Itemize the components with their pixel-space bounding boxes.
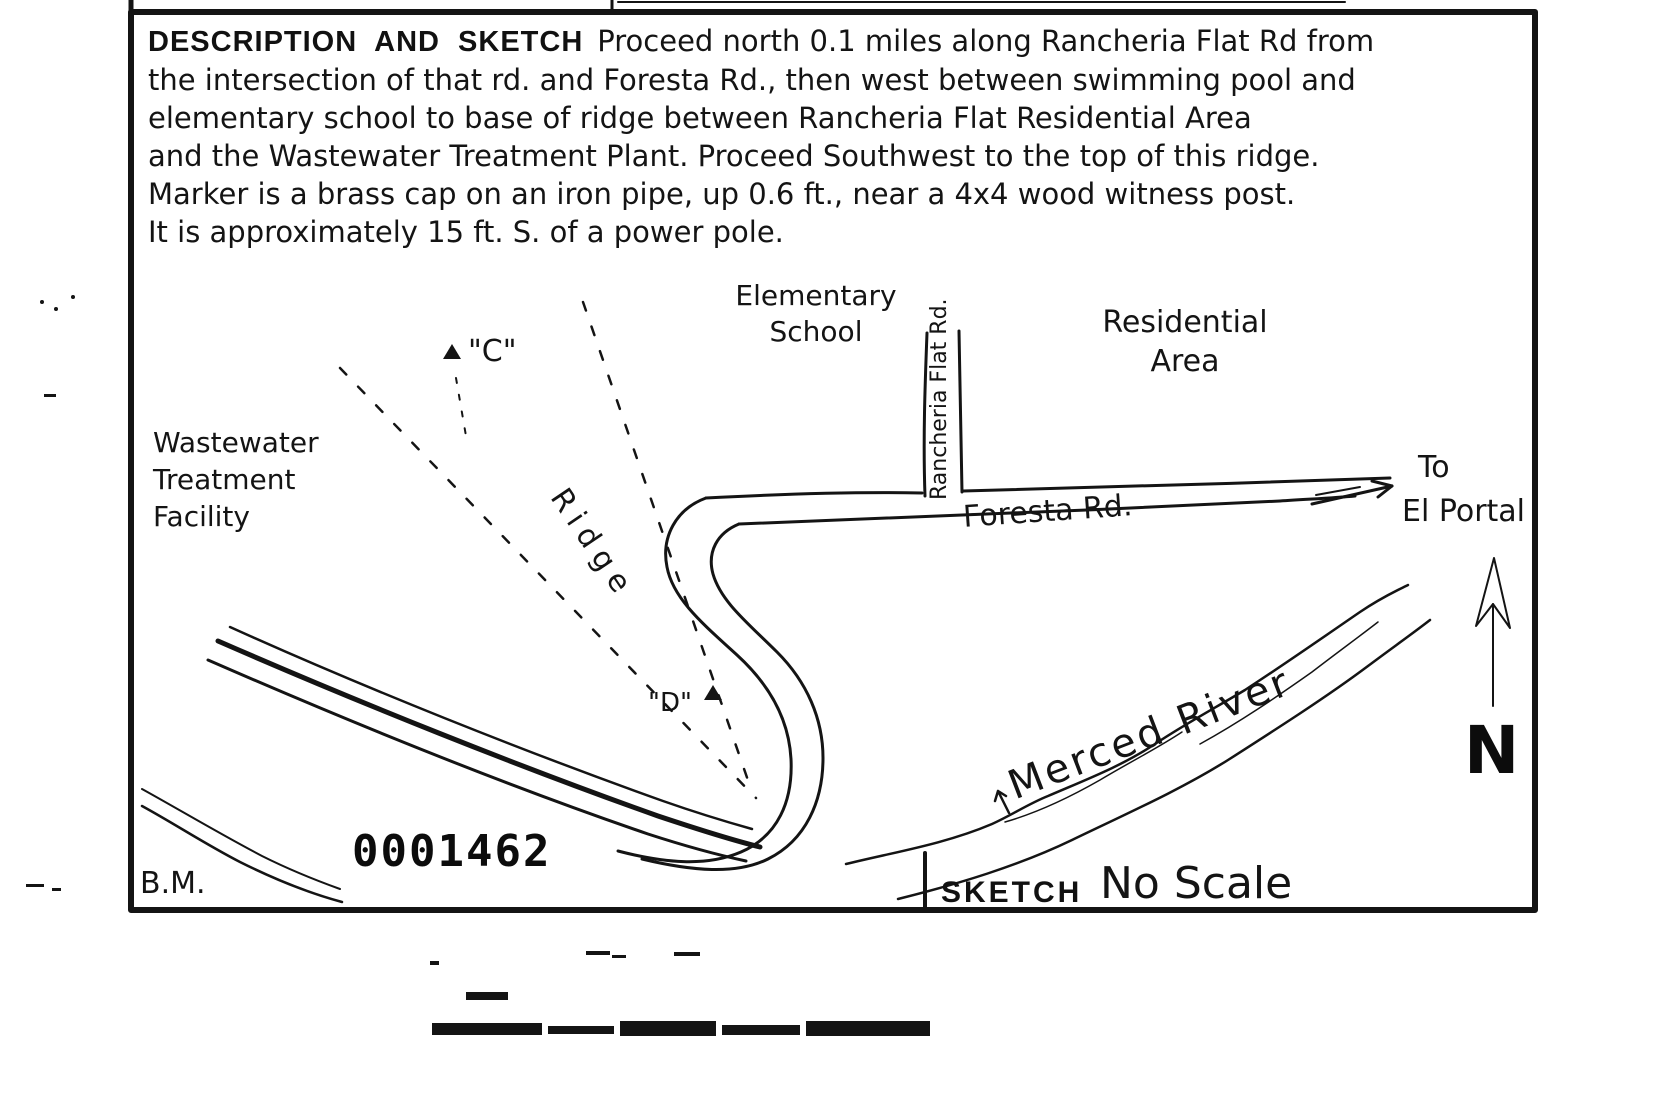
hillside-road-line-lower xyxy=(206,658,748,863)
scan-artifact xyxy=(620,1021,716,1036)
hairpin-inner-line xyxy=(640,522,825,871)
description-line: elementary school to base of ridge betwe… xyxy=(148,101,1252,135)
scan-artifact xyxy=(52,888,61,891)
hillside-road xyxy=(206,625,763,863)
residential-area-line1: Residential xyxy=(1102,305,1268,340)
to-el-portal-line1: To xyxy=(1418,450,1450,485)
el-portal-arrow-head xyxy=(1370,479,1394,499)
elementary-school-label: Elementary School xyxy=(726,278,906,350)
foresta-road xyxy=(704,476,1394,526)
scan-artifact xyxy=(674,952,700,956)
scan-artifact xyxy=(71,295,75,299)
ridge-lines xyxy=(338,300,758,800)
scan-artifact xyxy=(26,884,44,887)
merced-north-bank xyxy=(844,583,1410,866)
ridge-dashed-line-east xyxy=(581,300,754,794)
station-c-label: "C" xyxy=(468,334,517,369)
north-arrow xyxy=(1475,557,1511,707)
residential-area-label: Residential Area xyxy=(1080,303,1290,381)
description-line: the intersection of that rd. and Foresta… xyxy=(148,63,1356,97)
scale-note: No Scale xyxy=(1100,858,1293,909)
wastewater-line2: Treatment xyxy=(153,463,296,496)
hillside-road-line-upper xyxy=(228,625,754,831)
ridge-dashed-branch-c xyxy=(455,377,467,437)
description-text: Proceed north 0.1 miles along Rancheria … xyxy=(597,24,1375,58)
merced-braid-line-2 xyxy=(1199,621,1379,745)
merced-river-lines xyxy=(844,583,1432,901)
wastewater-line1: Wastewater xyxy=(153,426,319,459)
scan-artifact xyxy=(586,951,610,955)
to-el-portal-line2: El Portal xyxy=(1402,494,1526,529)
scan-artifact xyxy=(466,992,508,1000)
hairpin-road xyxy=(616,496,825,871)
foresta-road-top-line-west xyxy=(704,491,924,500)
wastewater-line3: Facility xyxy=(153,500,250,533)
scan-artifact xyxy=(806,1021,930,1036)
hillside-road-line-heavy xyxy=(215,638,763,850)
rancheria-flat-road xyxy=(922,329,964,498)
scan-artifact xyxy=(44,394,56,397)
scan-artifact xyxy=(548,1026,614,1034)
form-frame xyxy=(128,0,1538,913)
sketch-caption: SKETCH xyxy=(941,876,1083,909)
station-d-label: "D" xyxy=(648,688,692,718)
merced-label-arrow xyxy=(993,789,1011,815)
scan-artifacts xyxy=(26,295,930,1036)
section-title: DESCRIPTION AND SKETCH xyxy=(148,26,584,58)
river-lines-southwest xyxy=(140,788,344,904)
to-el-portal-label: To El Portal xyxy=(1402,446,1525,534)
station-d-triangle xyxy=(704,685,722,700)
frame-border xyxy=(128,9,1538,913)
el-portal-arrow-shaft xyxy=(1310,484,1394,506)
north-letter: N xyxy=(1464,712,1520,789)
description-line: It is approximately 15 ft. S. of a power… xyxy=(148,215,784,249)
elementary-school-line1: Elementary xyxy=(735,279,897,312)
foresta-road-top-line-east xyxy=(961,476,1392,493)
river-sw-line-2 xyxy=(141,788,341,890)
river-sw-line-1 xyxy=(140,804,344,904)
elementary-school-line2: School xyxy=(769,315,863,348)
scan-artifact xyxy=(40,300,44,304)
merced-south-bank xyxy=(896,618,1432,901)
scan-artifact xyxy=(430,961,439,965)
station-markers xyxy=(443,344,722,700)
hairpin-outer-line xyxy=(616,496,793,864)
description-line: DESCRIPTION AND SKETCH Proceed north 0.1 … xyxy=(148,22,1540,61)
scan-artifact xyxy=(54,307,58,311)
ridge-dashed-line-west xyxy=(338,366,758,800)
scan-artifact xyxy=(722,1025,800,1035)
rancheria-flat-rd-label: Rancheria Flat Rd. xyxy=(927,298,952,500)
description-block: DESCRIPTION AND SKETCH Proceed north 0.1 … xyxy=(148,22,1540,251)
residential-area-line2: Area xyxy=(1150,344,1220,379)
rancheria-road-left-line xyxy=(922,331,929,498)
rancheria-road-right-line xyxy=(957,329,964,494)
wastewater-facility-label: Wastewater Treatment Facility xyxy=(153,424,319,535)
scan-artifact xyxy=(432,1023,542,1035)
description-line: Marker is a brass cap on an iron pipe, u… xyxy=(148,177,1296,211)
benchmark-label: B.M. xyxy=(140,866,206,901)
stamp-number: 0001462 xyxy=(352,826,552,877)
description-line: and the Wastewater Treatment Plant. Proc… xyxy=(148,139,1320,173)
scan-artifact xyxy=(612,955,626,958)
station-c-triangle xyxy=(443,344,461,359)
el-portal-arrow-shaft-2 xyxy=(1315,486,1361,496)
merced-braid-line-1 xyxy=(1004,731,1183,823)
foresta-road-bottom-line xyxy=(737,494,1357,526)
